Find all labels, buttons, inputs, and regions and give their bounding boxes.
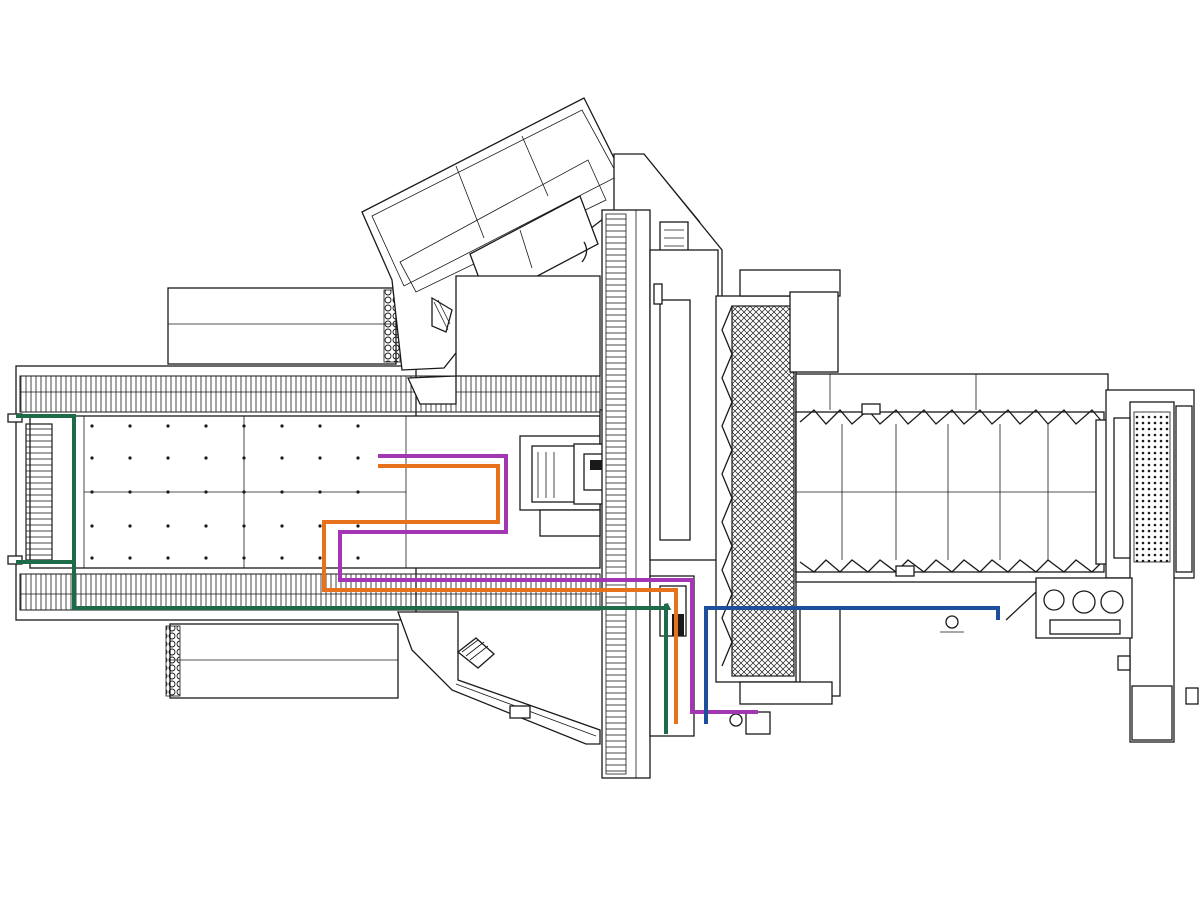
panel-bolt (318, 524, 322, 528)
pump-assembly (940, 577, 1133, 639)
panel-bolt (204, 556, 208, 560)
panel-bolt (280, 456, 284, 460)
panel-bolt (166, 424, 170, 428)
panel-bolt (356, 424, 360, 428)
panel-bolt (90, 456, 94, 460)
right-outfeed-conveyor (795, 373, 1109, 583)
lower-discharge-chute (397, 611, 601, 745)
panel-bolt (204, 456, 208, 460)
panel-bolts (90, 424, 360, 560)
panel-bolt (128, 456, 132, 460)
panel-bolt (318, 556, 322, 560)
panel-bolt (318, 424, 322, 428)
panel-bolt (166, 556, 170, 560)
right-end-unit (1105, 389, 1199, 743)
colored-routing-lines (16, 414, 1000, 734)
panel-bolt (128, 424, 132, 428)
panel-bolt (204, 524, 208, 528)
panel-bolt (356, 556, 360, 560)
route-blue (704, 606, 1000, 724)
panel-bolt (356, 456, 360, 460)
panel-bolt (204, 490, 208, 494)
panel-bolt (318, 456, 322, 460)
lower-service-box (649, 575, 695, 737)
panel-bolt (280, 424, 284, 428)
lower-side-box (165, 623, 399, 699)
panel-bolt (90, 424, 94, 428)
panel-bolt (242, 524, 246, 528)
panel-bolt (90, 490, 94, 494)
panel-bolt (242, 424, 246, 428)
panel-bolt (356, 490, 360, 494)
panel-bolt (280, 524, 284, 528)
route-orange (322, 464, 678, 724)
panel-bolt (128, 524, 132, 528)
upper-side-box (167, 287, 401, 365)
center-transfer-column (601, 209, 719, 779)
panel-bolt (166, 490, 170, 494)
panel-bolt (90, 556, 94, 560)
panel-bolt (166, 456, 170, 460)
panel-bolt (242, 556, 246, 560)
panel-bolt (280, 556, 284, 560)
panel-bolt (90, 524, 94, 528)
panel-bolt (280, 490, 284, 494)
panel-bolt (242, 456, 246, 460)
panel-bolt (356, 524, 360, 528)
panel-bolt (128, 490, 132, 494)
panel-bolt (318, 490, 322, 494)
route-purple (338, 454, 758, 714)
panel-bolt (166, 524, 170, 528)
mesh-filter-column (715, 269, 841, 735)
panel-bolt (204, 424, 208, 428)
panel-bolt (128, 556, 132, 560)
panel-bolt (242, 490, 246, 494)
route-green (16, 414, 672, 734)
